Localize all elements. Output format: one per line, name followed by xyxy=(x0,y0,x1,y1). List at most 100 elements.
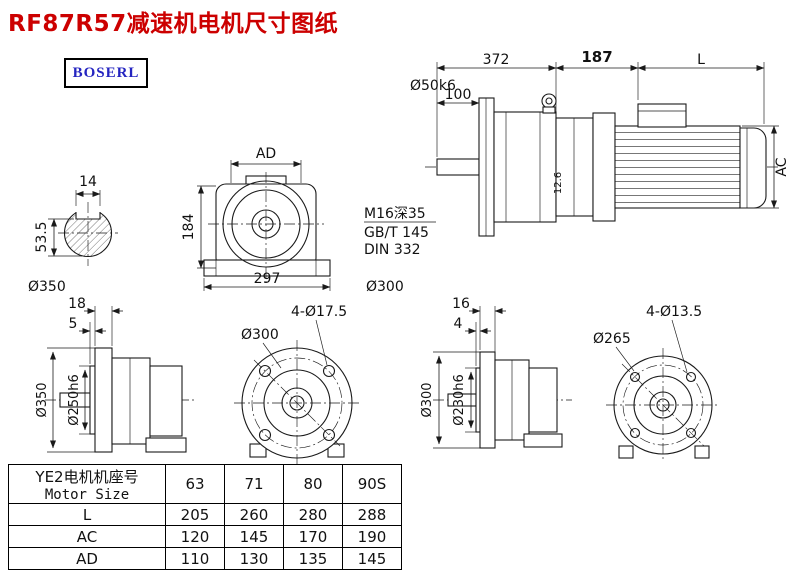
dim-AC: AC xyxy=(742,125,790,209)
tap-note: M16深35 xyxy=(364,206,426,222)
dim-297: 297 xyxy=(203,271,331,291)
table-value-cell: 190 xyxy=(342,525,402,548)
foot-left xyxy=(618,445,634,459)
dim-flange-od-350: Ø350 xyxy=(35,347,95,453)
dim-16-label: 16 xyxy=(452,296,470,312)
table-row-L: L 205 260 280 288 xyxy=(8,503,402,526)
dim-key-width: 14 xyxy=(75,174,101,206)
dim-187: 187 xyxy=(555,48,639,100)
table-size-cell: 63 xyxy=(165,464,225,504)
dim-AD: AD xyxy=(230,146,302,183)
dim-12-6-label: 12.6 xyxy=(553,172,564,194)
dim-AC-label: AC xyxy=(774,157,790,176)
flange-spigot xyxy=(475,367,481,433)
eyebolt xyxy=(541,93,557,114)
bolt-circle-label: Ø265 xyxy=(593,331,631,347)
dim-100-label: 100 xyxy=(445,87,472,103)
output-flange-face-view: Ø300 4-Ø17.5 xyxy=(234,304,360,466)
dim-spigot-230: Ø230h6 xyxy=(452,367,476,433)
foot-left xyxy=(249,443,267,458)
dim-230h6-label: Ø230h6 xyxy=(452,374,467,426)
adapter-housing xyxy=(555,117,594,217)
flange-side-view-right: 16 4 Ø300 Ø230h6 xyxy=(420,296,572,449)
din-standard-note: DIN 332 xyxy=(364,242,421,258)
input-flange-disc xyxy=(478,97,495,237)
bolt-circle-label: Ø300 xyxy=(241,327,279,343)
table-value-cell: 170 xyxy=(283,525,343,548)
output-flange-side-view: 18 5 Ø350 Ø250h6 xyxy=(35,296,195,453)
dim-187-label: 187 xyxy=(581,48,612,66)
keyway xyxy=(75,212,101,220)
table-value-cell: 280 xyxy=(283,503,343,526)
gbt-standard-note: GB/T 145 xyxy=(364,225,429,241)
table-value-cell: 110 xyxy=(165,547,225,570)
bolt-hole xyxy=(685,371,697,383)
shaft-keyway-section: 14 53.5 xyxy=(34,174,118,266)
dim-100: 100 xyxy=(436,87,480,107)
table-value-cell: 260 xyxy=(224,503,284,526)
table-size-cell: 71 xyxy=(224,464,284,504)
dim-18: 18 xyxy=(68,296,123,346)
table-row-label: L xyxy=(8,503,166,526)
dim-53-5-label: 53.5 xyxy=(34,221,50,252)
table-header-row: YE2电机机座号 Motor Size 63 71 80 90S xyxy=(8,464,402,504)
table-value-cell: 120 xyxy=(165,525,225,548)
dim-spigot-250: Ø250h6 xyxy=(67,365,90,435)
dim-5: 5 xyxy=(69,316,106,364)
dim-372: 372 xyxy=(436,52,557,157)
table-size-cell: 90S xyxy=(342,464,402,504)
bolt-holes-label: 4-Ø13.5 xyxy=(646,304,702,320)
motor-body xyxy=(614,125,741,209)
flange-dia-label-center: Ø300 xyxy=(366,279,404,295)
dim-5-label: 5 xyxy=(69,316,78,332)
flange-plate xyxy=(94,347,113,453)
table-row-label: AD xyxy=(8,547,166,570)
bolt-holes-label: 4-Ø17.5 xyxy=(291,304,347,320)
table-value-cell: 145 xyxy=(342,547,402,570)
table-size-cell: 80 xyxy=(283,464,343,504)
brand-logo-text: BOSERL xyxy=(72,64,140,81)
dim-AD-label: AD xyxy=(256,146,276,162)
dim-key-height: 53.5 xyxy=(34,218,82,257)
foot-right xyxy=(694,445,710,459)
gearbox-front-view: AD 184 297 xyxy=(181,146,331,291)
motor-flange xyxy=(592,112,616,222)
table-header-en: Motor Size xyxy=(44,486,130,503)
dim-L: L xyxy=(637,52,765,124)
table-header-cn: YE2电机机座号 xyxy=(35,467,139,486)
thread-notes: M16深35 GB/T 145 DIN 332 xyxy=(364,206,436,258)
table-value-cell: 205 xyxy=(165,503,225,526)
dim-4: 4 xyxy=(454,316,491,366)
table-row-AC: AC 120 145 170 190 xyxy=(8,525,402,548)
dim-300-label: Ø300 xyxy=(420,382,435,417)
page-title: RF87R57减速机电机尺寸图纸 xyxy=(8,11,339,37)
bolt-hole xyxy=(629,427,641,439)
table-row-label: AC xyxy=(8,525,166,548)
table-value-cell: 135 xyxy=(283,547,343,570)
table-value-cell: 288 xyxy=(342,503,402,526)
dim-flange-od-300: Ø300 xyxy=(420,351,480,449)
bolt-hole xyxy=(322,428,336,442)
flange-face-view-right: Ø265 4-Ø13.5 xyxy=(593,304,720,462)
foot xyxy=(145,437,187,453)
table-row-AD: AD 110 130 135 145 xyxy=(8,547,402,570)
bolt-hole xyxy=(258,428,272,442)
bolt-hole xyxy=(629,371,641,383)
table-value-cell: 145 xyxy=(224,525,284,548)
flange-spigot xyxy=(89,365,96,435)
table-value-cell: 130 xyxy=(224,547,284,570)
output-shaft xyxy=(436,158,480,176)
shaft-diameter-label: Ø50k6 xyxy=(410,78,456,94)
flange-plate xyxy=(479,351,496,449)
flange-dia-label-left: Ø350 xyxy=(28,279,66,295)
foot-right xyxy=(327,443,345,458)
dim-4-label: 4 xyxy=(454,316,463,332)
gearbox-housing xyxy=(493,111,557,223)
dim-L-label: L xyxy=(697,52,705,68)
dim-18-label: 18 xyxy=(68,296,86,312)
dim-350-label: Ø350 xyxy=(35,382,50,417)
dim-184: 184 xyxy=(181,185,216,269)
dim-297-label: 297 xyxy=(254,271,281,287)
